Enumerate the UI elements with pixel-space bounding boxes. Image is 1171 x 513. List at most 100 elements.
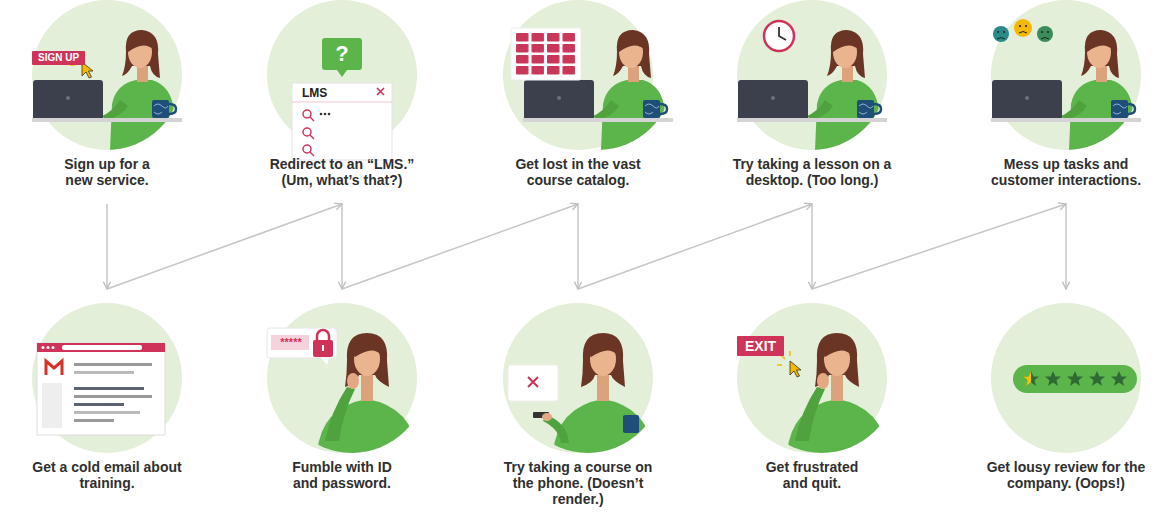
picture-slot: [503, 303, 653, 453]
scene-email-part: [42, 346, 45, 349]
scene-lms-part: [377, 88, 384, 95]
scene-lms-part: [328, 113, 331, 116]
window-title: LMS: [302, 86, 327, 100]
scene-password-part: [322, 345, 324, 351]
flow-connector: [107, 204, 342, 289]
scene-mistakes-part: [1014, 19, 1032, 37]
scene-signup-part: [32, 0, 182, 150]
scene-phone-part: [508, 365, 558, 401]
step-node: Get lost in the vast course catalog.: [478, 0, 678, 188]
scene-email-part: [74, 371, 134, 374]
picture-slot: [32, 303, 182, 453]
step-node: Try taking a lesson on a desktop. (Too l…: [712, 0, 912, 188]
scene-quit-part: [737, 303, 887, 453]
step-caption: Mess up tasks and customer interactions.: [976, 156, 1156, 188]
picture-slot: [503, 0, 653, 150]
scene-lms-part-part: [303, 128, 311, 136]
scene-lms-part: [303, 110, 314, 156]
step-caption: Get a cold email about training.: [32, 459, 182, 491]
scene-mistakes-part-part: [1003, 31, 1005, 33]
scene-desktop-part: [779, 27, 786, 40]
scene-quit-part: [790, 361, 801, 377]
scene-lms-part-part: [303, 145, 311, 153]
scene-lms-part-part: [310, 117, 314, 121]
flow-connector: [578, 204, 812, 289]
scene-review-part: [1067, 371, 1083, 386]
step-caption: Get frustrated and quit.: [752, 459, 872, 491]
scene-email-part: [74, 395, 152, 398]
scene-catalog-part: [511, 28, 581, 80]
step-node: Sign up for a new service.: [7, 0, 207, 188]
scene-password-part: [267, 303, 417, 453]
step-node: Redirect to an “LMS.” (Um, what’s that?): [242, 0, 442, 188]
scene-review-part: [1089, 371, 1105, 386]
scene-mistakes-part-part: [1047, 31, 1049, 33]
scene-lms-part-part: [310, 152, 314, 156]
scene-lms-part: [320, 113, 323, 116]
step-node: Fumble with ID and password.: [242, 303, 442, 491]
scene-email-part: [37, 343, 165, 352]
step-node: Get a cold email about training.: [7, 303, 207, 491]
scene-review-part: [1045, 371, 1061, 386]
scene-lms-part: [292, 102, 392, 103]
flow-connector: [342, 204, 578, 289]
flow-connector: [106, 204, 108, 289]
step-node: Try taking a course on the phone. (Doesn…: [478, 303, 678, 507]
scene-catalog-part: [515, 32, 577, 76]
scene-quit-part: [787, 333, 887, 453]
scene-mistakes-part-part: [997, 31, 999, 33]
scene-email-part: [74, 387, 144, 390]
scene-email-part: [74, 419, 114, 422]
scene-mistakes-part: [1037, 26, 1053, 42]
picture-slot: [737, 303, 887, 453]
scene-phone-part: [528, 377, 538, 387]
scene-email-part: [74, 363, 152, 366]
scene-email-part: [74, 411, 140, 414]
scene-email: [32, 303, 182, 453]
picture-slot: [267, 0, 417, 150]
scene-mistakes: [991, 0, 1141, 150]
scene-email-part: [37, 343, 165, 435]
scene-password: [267, 303, 417, 453]
step-caption: Sign up for a new service.: [50, 156, 165, 188]
scene-mistakes-part: [993, 26, 1009, 42]
scene-mistakes-part: [991, 0, 1141, 150]
scene-review: [991, 303, 1141, 453]
scene-review-part: [1023, 371, 1039, 386]
picture-slot: [737, 0, 887, 150]
picture-slot: [991, 0, 1141, 150]
scene-phone-part: [503, 303, 653, 453]
scene-password-part: [271, 335, 309, 350]
scene-mistakes-part-part: [1041, 31, 1043, 33]
flow-connector: [1065, 204, 1067, 289]
step-node: Get frustrated and quit.: [712, 303, 912, 491]
picture-slot: [32, 0, 182, 150]
scene-password-part: [313, 340, 333, 357]
scene-password-part: [267, 328, 337, 358]
scene-desktop: [737, 0, 887, 150]
password-mask: *****: [272, 335, 310, 350]
scene-phone: [503, 303, 653, 453]
scene-password-part: [317, 330, 329, 341]
flow-connector: [811, 204, 813, 289]
scene-mistakes-part-part: [1025, 25, 1027, 27]
scene-catalog: [503, 0, 673, 150]
scene-desktop-part: [737, 30, 887, 150]
scene-email-part: [32, 303, 182, 453]
scene-lms: [267, 0, 417, 160]
scene-lms-part: [324, 113, 327, 116]
step-caption: Try taking a course on the phone. (Doesn…: [501, 459, 656, 507]
scene-lms-part-part: [310, 135, 314, 139]
scene-mistakes-part: [997, 32, 1049, 40]
scene-desktop-part: [737, 0, 887, 150]
scene-email-part: [47, 346, 50, 349]
scene-email-part: [62, 345, 142, 350]
scene-phone-part: [542, 413, 552, 421]
step-caption: Get lousy review for the company. (Oops!…: [986, 459, 1146, 491]
scene-signup: [32, 0, 182, 150]
scene-lms-part-part: [303, 110, 311, 118]
